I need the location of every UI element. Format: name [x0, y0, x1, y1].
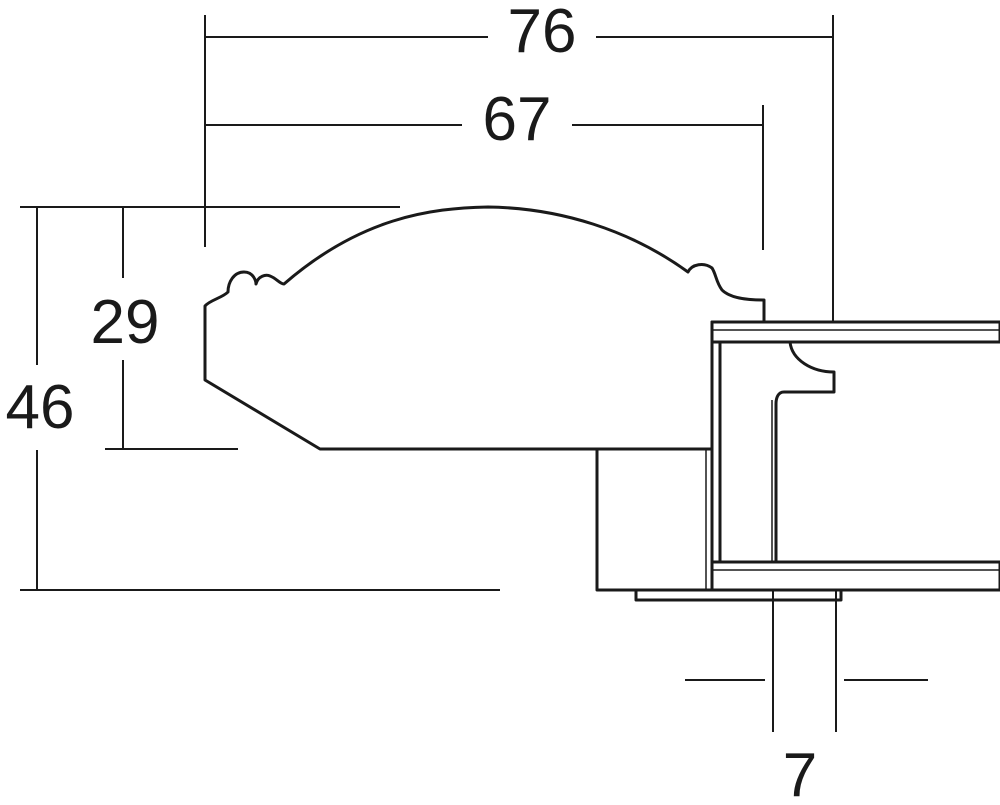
moulding-rebate-step	[595, 447, 714, 592]
insert-top-strip	[710, 320, 1000, 344]
frame-insert	[634, 320, 1000, 602]
insert-bottom-strip	[710, 560, 1000, 592]
moulding-profile	[203, 205, 766, 592]
dimension-overall-height: 46	[6, 206, 500, 591]
dimension-face-height: 29	[91, 207, 238, 450]
dimension-overall-width: 76	[204, 0, 834, 322]
dimension-rebate-width: 7	[685, 590, 928, 805]
label-inner-width: 67	[483, 85, 552, 154]
backing-board	[634, 588, 843, 602]
label-overall-width: 76	[508, 0, 577, 66]
label-face-height: 29	[91, 288, 160, 357]
label-rebate-width: 7	[783, 741, 817, 805]
insert-clip	[718, 340, 836, 564]
moulding-face	[203, 205, 766, 451]
label-overall-height: 46	[6, 373, 75, 442]
dimension-inner-width: 67	[205, 85, 764, 250]
